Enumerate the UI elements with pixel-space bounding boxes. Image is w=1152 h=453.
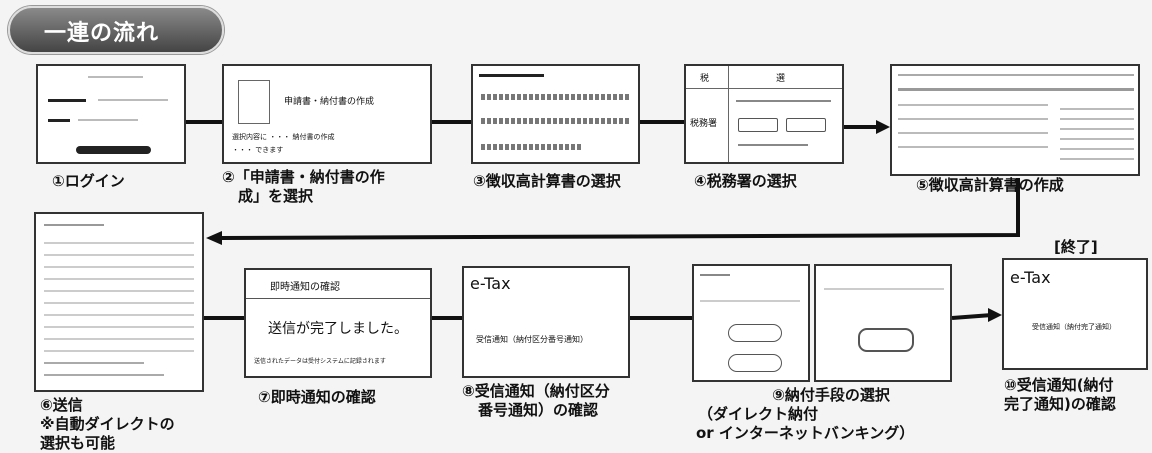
step-9-label-line2: （ダイレクト納付: [698, 405, 819, 423]
step-2-thumb-line1: 選択内容に ・・・ 納付書の作成: [232, 133, 335, 141]
step-3-label: ③徴収高計算書の選択: [473, 172, 621, 190]
step-6-screenshot: [34, 212, 204, 392]
end-label: [終了]: [1054, 238, 1098, 256]
step-2-label: ②「申請書・納付書の作 成」を選択: [222, 168, 385, 206]
step-2-screenshot: 申請書・納付書の作成 選択内容に ・・・ 納付書の作成 ・・・ できます: [222, 64, 432, 164]
step-1-label: ①ログイン: [52, 172, 125, 190]
step-7-thumb-note: 送信されたデータは受付システムに記録されます: [254, 358, 386, 365]
step-6-label-line1: ⑥送信: [40, 396, 83, 414]
step-9-screenshot-a: [692, 264, 810, 382]
step-2-thumb-title: 申請書・納付書の作成: [284, 97, 375, 107]
document-icon: [238, 80, 270, 124]
step-10-thumb-text: 受信通知（納付完了通知）: [1032, 323, 1116, 331]
step-8-screenshot: e-Tax 受信通知（納付区分番号通知）: [462, 266, 630, 378]
step-9-label-line3: or インターネットバンキング）: [696, 424, 915, 442]
step-7-label: ⑦即時通知の確認: [258, 388, 376, 406]
step-10-thumb-brand: e-Tax: [1010, 268, 1051, 287]
step-9-screenshot-b: [814, 264, 952, 382]
step-3-screenshot: [471, 64, 640, 164]
step-4-header-left: 税: [700, 74, 710, 84]
arrowhead-to-5: [876, 120, 890, 134]
step-5-screenshot: [890, 64, 1140, 176]
step-4-label: ④税務署の選択: [694, 172, 797, 190]
step-9-label: ⑨納付手段の選択 （ダイレクト納付 or インターネットバンキング）: [696, 386, 966, 443]
step-8-label-line1: ⑧受信通知（納付区分: [462, 382, 610, 400]
step-4-header-right: 選: [776, 74, 786, 84]
step-6-label-line2: ※自動ダイレクトの: [40, 415, 175, 433]
step-5-label: ⑤徴収高計算書の作成: [916, 176, 1064, 194]
arrowhead-to-10: [988, 308, 1002, 322]
step-7-screenshot: 即時通知の確認 送信が完了しました。 送信されたデータは受付システムに記録されま…: [244, 268, 432, 378]
step-6-label: ⑥送信 ※自動ダイレクトの 選択も可能: [40, 396, 175, 453]
connector-5-6: [221, 178, 1020, 240]
step-8-label-line2: 番号通知）の確認: [478, 401, 599, 419]
section-title: 一連の流れ: [44, 21, 160, 46]
connector-9-10: [951, 313, 993, 320]
arrowhead-to-6: [206, 231, 222, 245]
step-4-row-label: 税務署: [690, 119, 718, 129]
step-10-label: ⑩受信通知(納付 完了通知)の確認: [1004, 376, 1116, 414]
section-title-badge: 一連の流れ: [8, 6, 224, 54]
step-4-screenshot: 税 選 税務署: [684, 64, 844, 164]
step-8-thumb-text: 受信通知（納付区分番号通知）: [476, 335, 588, 344]
step-7-thumb-title: 即時通知の確認: [270, 282, 340, 293]
step-1-screenshot: [36, 64, 186, 164]
step-6-label-line3: 選択も可能: [40, 434, 116, 452]
step-10-label-line1: ⑩受信通知(納付: [1004, 376, 1114, 394]
step-8-thumb-brand: e-Tax: [470, 274, 511, 293]
step-10-label-line2: 完了通知)の確認: [1004, 395, 1116, 413]
step-2-thumb-line2: ・・・ できます: [232, 146, 284, 154]
step-2-label-line1: ②「申請書・納付書の作: [222, 168, 385, 186]
step-7-thumb-message: 送信が完了しました。: [268, 321, 408, 337]
step-2-label-line2: 成」を選択: [238, 187, 314, 205]
step-8-label: ⑧受信通知（納付区分 番号通知）の確認: [462, 382, 610, 420]
step-9-label-line1: ⑨納付手段の選択: [772, 386, 890, 404]
step-10-screenshot: e-Tax 受信通知（納付完了通知）: [1002, 258, 1148, 370]
